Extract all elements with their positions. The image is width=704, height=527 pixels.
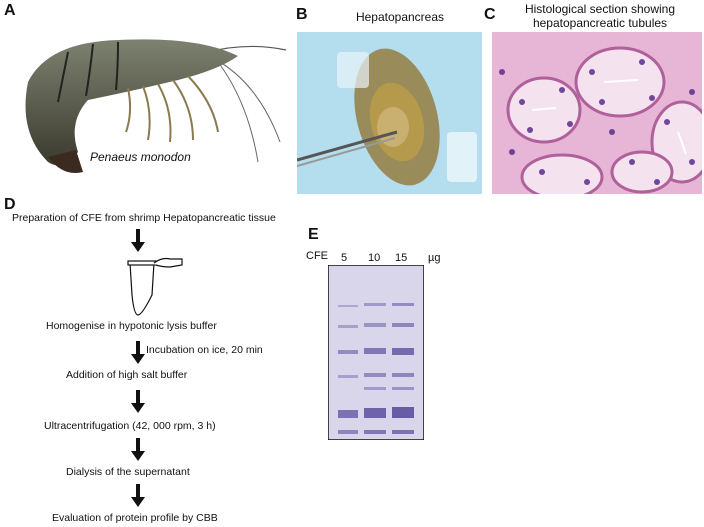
gel-lane-label-1: 5 [341, 252, 348, 264]
panel-b-title: Hepatopancreas [355, 10, 445, 24]
protocol-step-5: Dialysis of the supernatant [66, 466, 190, 478]
gel-lane-label-2: 10 [368, 252, 381, 264]
arrow-down-icon [131, 341, 145, 364]
panel-letter-d: D [4, 196, 16, 213]
arrow-down-icon [131, 390, 145, 413]
gel-row-label: CFE [306, 250, 328, 262]
microtube-icon [127, 257, 183, 316]
species-label: Penaeus monodon [90, 150, 191, 164]
sds-page-gel [328, 265, 424, 440]
panel-letter-b: B [296, 6, 308, 23]
arrow-down-icon [131, 484, 145, 507]
panel-c-title-line2: hepatopancreatic tubules [532, 16, 668, 30]
histology-image [492, 32, 702, 194]
protocol-step-1: Preparation of CFE from shrimp Hepatopan… [12, 212, 276, 224]
panel-c-title-line1: Histological section showing [524, 2, 676, 16]
shrimp-photo [8, 22, 288, 182]
protocol-step-3: Addition of high salt buffer [66, 369, 188, 381]
arrow-down-icon [131, 229, 145, 252]
protocol-step-4: Ultracentrifugation (42, 000 rpm, 3 h) [44, 420, 216, 432]
arrow-down-icon [131, 438, 145, 461]
panel-letter-a: A [4, 2, 16, 19]
gel-unit-label: µg [428, 252, 441, 264]
protocol-step-2: Homogenise in hypotonic lysis buffer [46, 320, 217, 332]
dissection-photo [297, 32, 482, 194]
incubation-note: Incubation on ice, 20 min [146, 344, 263, 356]
protocol-step-6: Evaluation of protein profile by CBB [52, 512, 218, 524]
panel-c-title: Histological section showing hepatopancr… [500, 2, 700, 30]
panel-letter-e: E [308, 226, 319, 243]
panel-letter-c: C [484, 6, 496, 23]
gel-lane-label-3: 15 [395, 252, 408, 264]
